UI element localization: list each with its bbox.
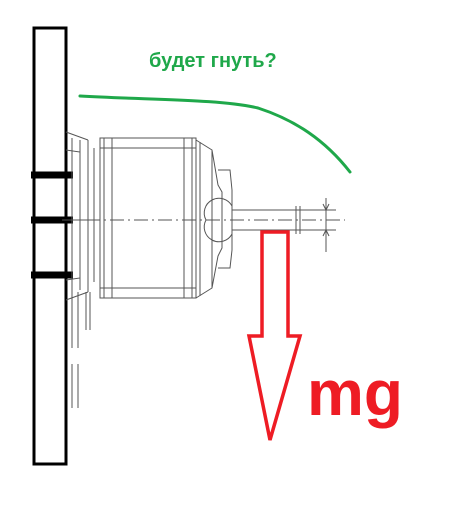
motor-body xyxy=(99,137,197,299)
shaft-diameter-dimension xyxy=(300,198,336,252)
shaft-bushing xyxy=(203,197,233,243)
force-arrow xyxy=(246,230,303,441)
bending-question-label: будет гнуть? xyxy=(149,50,277,72)
bending-curve xyxy=(78,94,352,174)
motor-wires xyxy=(71,292,91,408)
motor-front-cap xyxy=(195,139,233,299)
force-label: mg xyxy=(307,357,403,429)
mounting-plate xyxy=(32,26,68,466)
